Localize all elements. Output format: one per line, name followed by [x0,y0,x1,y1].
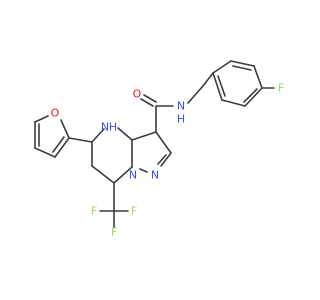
atom-label-f: F [111,226,117,239]
bond [68,137,93,143]
atom-label-n: N [151,169,159,182]
bond [143,94,157,103]
bond [212,60,232,74]
bond [139,168,148,173]
bond [54,137,70,158]
bond [243,88,258,103]
bond [230,60,255,67]
bond [117,127,133,141]
bond [212,72,223,101]
bond [131,131,157,141]
bond [91,165,115,184]
bond [221,99,246,107]
bond [157,154,167,165]
bond [34,147,56,158]
bond [232,65,252,71]
bond [217,75,226,97]
molecule-diagram: O N H N N O N H F F F F [34,60,285,239]
bond [160,152,172,167]
bond [253,65,263,89]
atom-label-o: O [51,107,60,120]
atom-label-n: N [101,121,109,134]
atom-label-n: N [129,169,137,182]
structure-svg: O N H N N O N H F F F F [34,60,285,239]
bond [91,128,105,143]
atom-label-h: H [109,121,117,134]
bond [187,85,204,104]
bond [113,166,133,184]
atom-label-h: H [177,113,185,126]
atom-label-f: F [91,205,97,218]
bond [140,98,154,107]
atom-label-f: F [131,205,137,218]
bond [60,119,70,139]
bond [202,72,214,87]
atom-label-f: F [278,82,284,95]
atom-labels: O N H N N O N H F F F F [51,82,285,239]
bond [244,87,263,107]
bonds [34,60,275,228]
bond [52,136,65,153]
atom-label-n: N [177,100,185,113]
bond [34,115,49,123]
atom-label-o: O [133,88,142,101]
bond [155,131,172,154]
